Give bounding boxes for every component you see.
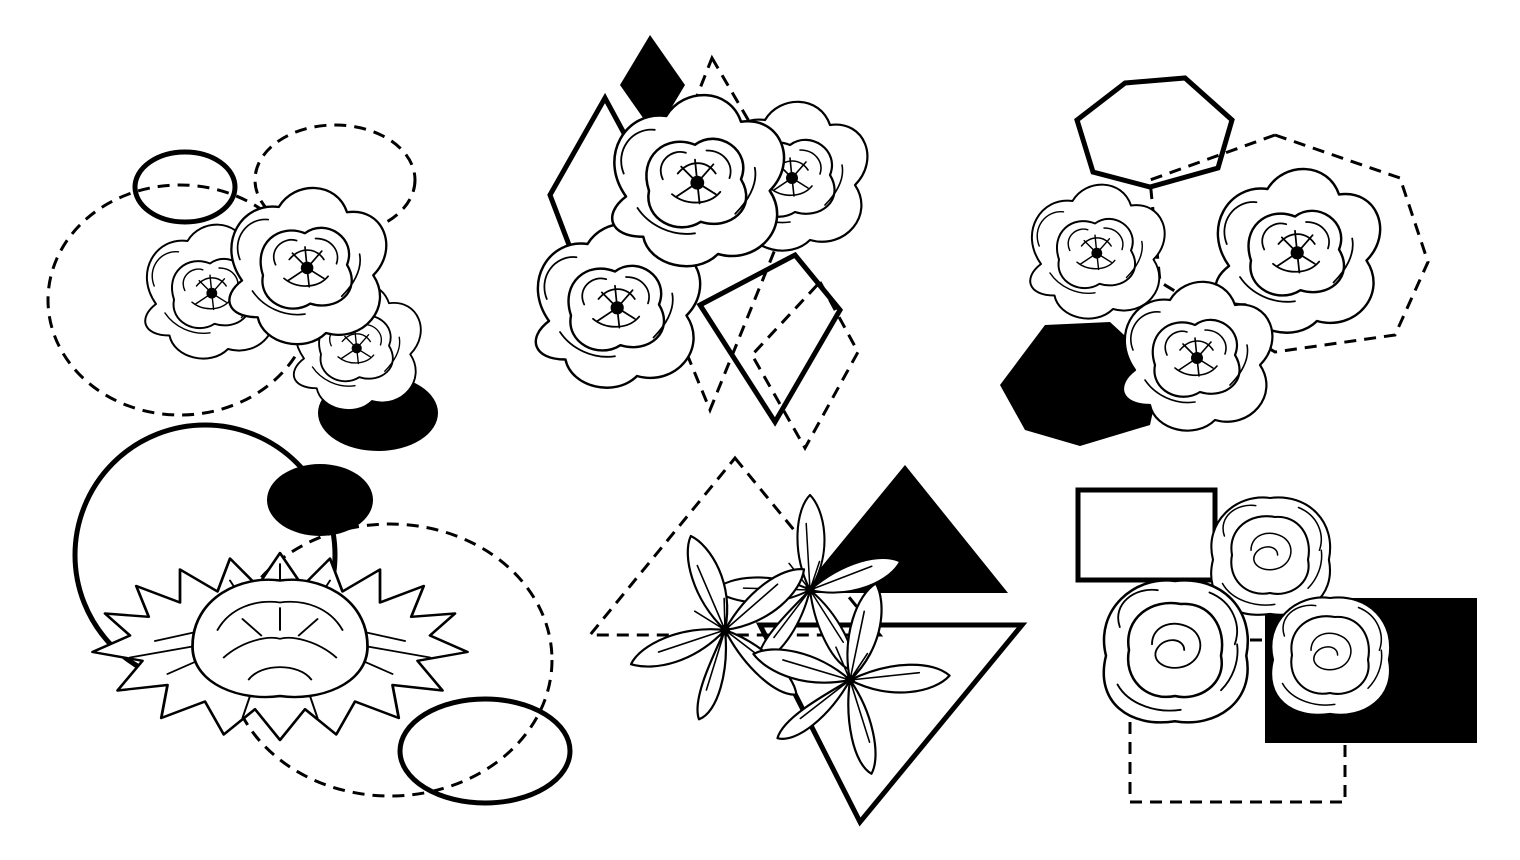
filled-triangle xyxy=(800,465,1008,593)
filled-circle xyxy=(267,464,373,536)
dashed-heptagon xyxy=(1148,133,1430,354)
chrysanthemum-flower xyxy=(91,551,469,742)
rose-flower xyxy=(1102,496,1392,724)
panel-anemone-heptagons xyxy=(1000,75,1430,446)
panel-peony-circles xyxy=(46,123,438,451)
outline-square xyxy=(1075,487,1218,583)
outline-circle xyxy=(132,149,238,225)
filled-rhombus xyxy=(620,35,685,135)
filled-heptagon xyxy=(1000,322,1162,446)
panel-chrysanthemum-circles xyxy=(72,422,573,806)
outline-heptagon xyxy=(1074,75,1235,190)
outline-rhombus-right xyxy=(696,251,844,427)
dashed-triangle xyxy=(586,455,884,637)
panel-peony-rhombi xyxy=(534,35,869,452)
dashed-rhombus-right xyxy=(750,279,860,452)
panel-rose-squares xyxy=(1075,487,1477,804)
panel-lily-triangles xyxy=(586,455,1028,827)
outline-circle-small xyxy=(397,696,573,806)
